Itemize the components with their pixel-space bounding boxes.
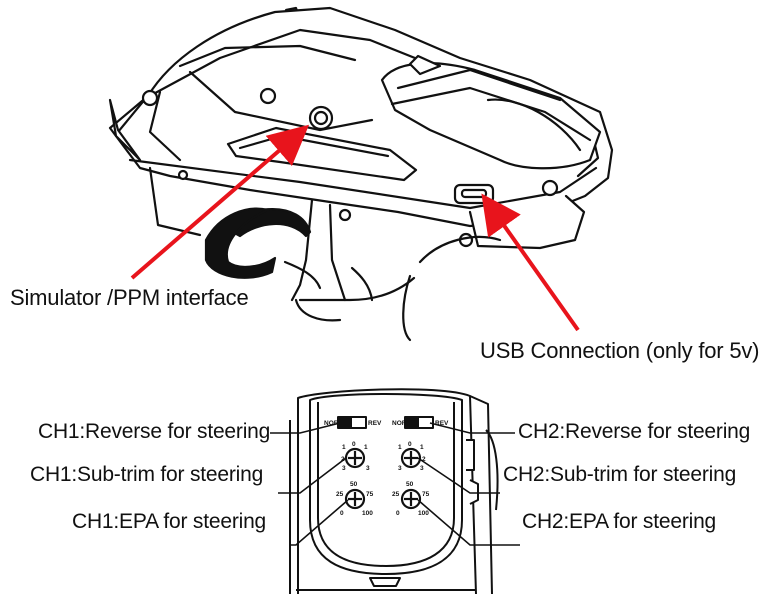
knobs xyxy=(344,447,422,510)
ch2-epa-100: 100 xyxy=(418,510,429,517)
ch1-epa-label: CH1:EPA for steering xyxy=(72,510,267,533)
ch1-reverse-leader xyxy=(270,422,341,434)
usb-arrow xyxy=(481,193,580,332)
ch1-epa-25: 25 xyxy=(336,491,344,498)
ch2-epa-75: 75 xyxy=(422,491,430,498)
ch2-tick-3b: 3 xyxy=(398,465,402,472)
ch2-epa-50: 50 xyxy=(406,481,414,488)
callout-arrows xyxy=(130,124,580,332)
simulator-arrow xyxy=(130,124,310,280)
ch2-tick-2: 2 xyxy=(422,456,426,463)
simulator-ppm-label: Simulator /PPM interface xyxy=(10,285,249,310)
ch2-tick-1b: 1 xyxy=(398,444,402,451)
ch1-tick-1: 1 xyxy=(364,444,368,451)
leader-lines xyxy=(270,422,520,546)
ch2-subtrim-leader xyxy=(417,457,500,494)
ch2-epa-label: CH2:EPA for steering xyxy=(522,510,717,533)
ch1-epa-leader xyxy=(290,499,349,546)
ch1-subtrim-knob xyxy=(344,447,366,469)
ch1-subtrim-leader xyxy=(278,457,347,494)
ch1-subtrim-label: CH1:Sub-trim for steering xyxy=(30,463,264,486)
ch2-subtrim-knob xyxy=(400,447,422,469)
ch2-nor-label: NOR xyxy=(392,420,407,427)
ch2-subtrim-label: CH2:Sub-trim for steering xyxy=(503,463,737,486)
ch2-tick-0: 0 xyxy=(408,441,412,448)
ch1-nor-label: NOR xyxy=(324,420,339,427)
ch2-epa-leader xyxy=(417,499,520,546)
ch1-rev-label: REV xyxy=(368,420,382,427)
ch1-epa-0: 0 xyxy=(340,510,344,517)
ch1-tick-3b: 3 xyxy=(342,465,346,472)
ch2-reverse-label: CH2:Reverse for steering xyxy=(518,420,751,443)
ch1-epa-50: 50 xyxy=(350,481,358,488)
ch2-epa-25: 25 xyxy=(392,491,400,498)
ch1-epa-knob xyxy=(344,488,366,510)
usb-connection-label: USB Connection (only for 5v) xyxy=(480,338,760,363)
ch2-tick-3: 3 xyxy=(420,465,424,472)
ch2-tick-1: 1 xyxy=(420,444,424,451)
ch2-epa-knob xyxy=(400,488,422,510)
ch1-tick-0: 0 xyxy=(352,441,356,448)
ch1-epa-100: 100 xyxy=(362,510,373,517)
ch1-epa-75: 75 xyxy=(366,491,374,498)
ch1-reverse-label: CH1:Reverse for steering xyxy=(38,420,271,443)
ch1-tick-3: 3 xyxy=(366,465,370,472)
ch2-epa-0: 0 xyxy=(396,510,400,517)
ch2-rev-label: REV xyxy=(435,420,449,427)
ch1-tick-1b: 1 xyxy=(342,444,346,451)
ch2-reverse-leader xyxy=(429,422,515,434)
